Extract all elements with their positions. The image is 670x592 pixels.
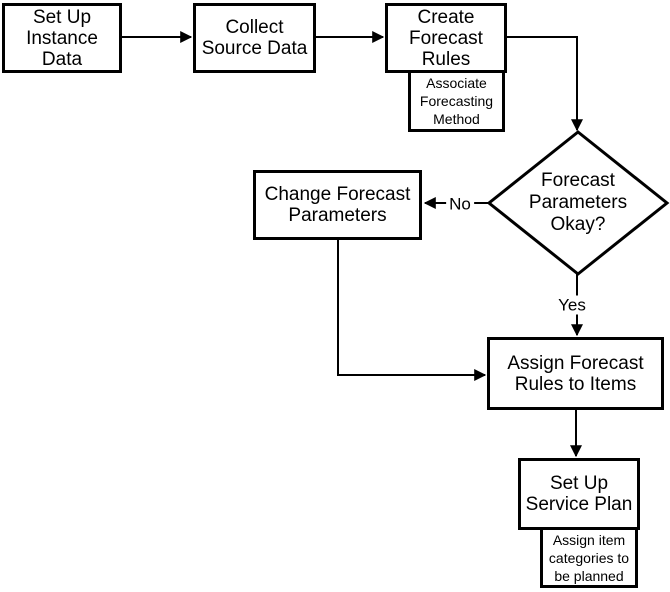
node-set-up-service-plan-label: Set Up Service Plan — [525, 473, 633, 515]
node-collect-source-data-label: Collect Source Data — [201, 17, 308, 59]
decision-diamond — [486, 130, 670, 276]
node-set-up-instance-data-label: Set Up Instance Data — [26, 6, 98, 70]
node-set-up-service-plan: Set Up Service Plan — [518, 458, 640, 530]
node-associate-forecasting-method: Associate Forecasting Method — [408, 70, 505, 132]
node-assign-item-categories-label: Assign item categories to be planned — [548, 531, 630, 584]
node-assign-item-categories: Assign item categories to be planned — [540, 527, 638, 588]
arrow-create-to-decision — [507, 36, 583, 132]
edge-label-no: No — [446, 194, 474, 214]
node-create-forecast-rules: Create Forecast Rules — [385, 3, 507, 73]
node-associate-forecasting-method-label: Associate Forecasting Method — [419, 75, 494, 127]
node-change-forecast-parameters-label: Change Forecast Parameters — [264, 184, 411, 226]
edge-label-yes: Yes — [555, 295, 589, 315]
node-collect-source-data: Collect Source Data — [193, 3, 316, 73]
decision-label: Forecast Parameters Okay? — [528, 170, 628, 235]
node-assign-forecast-rules-to-items: Assign Forecast Rules to Items — [487, 337, 664, 410]
node-set-up-instance-data: Set Up Instance Data — [2, 3, 122, 73]
arrow-change-to-assign — [337, 240, 487, 381]
node-assign-forecast-rules-to-items-label: Assign Forecast Rules to Items — [507, 352, 644, 395]
node-change-forecast-parameters: Change Forecast Parameters — [253, 170, 422, 240]
node-create-forecast-rules-label: Create Forecast Rules — [409, 6, 483, 70]
